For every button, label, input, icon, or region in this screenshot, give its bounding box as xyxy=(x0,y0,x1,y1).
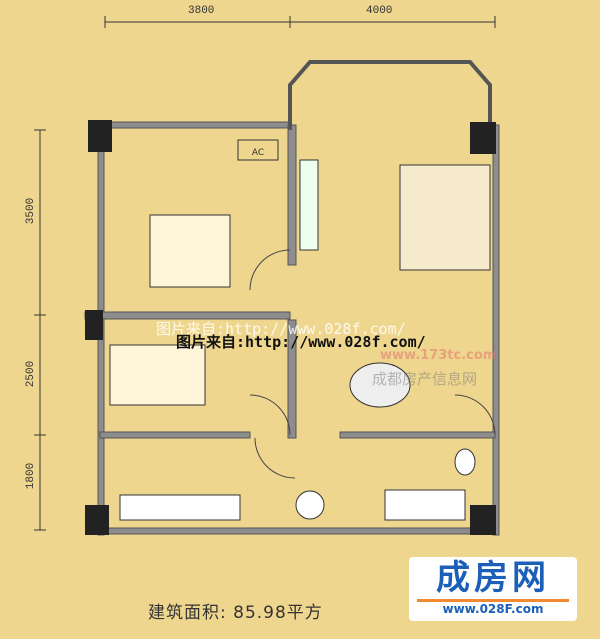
dimension-top-1: 3800 xyxy=(188,5,215,17)
kitchen-counter xyxy=(119,494,241,521)
watermark-site-url: www.173tc.com xyxy=(380,348,497,363)
watermark-site-name: 成都房产信息网 xyxy=(372,370,478,388)
dining-table xyxy=(349,362,411,408)
bed-master xyxy=(149,214,231,288)
toilet xyxy=(454,448,476,476)
watermark-white: 图片来自:http://www.028f.com/ xyxy=(156,320,406,338)
sofa-set xyxy=(399,164,491,271)
logo: 成房网 www.028F.com xyxy=(409,557,577,621)
bed-second xyxy=(109,344,206,406)
logo-url: www.028F.com xyxy=(417,599,569,616)
dimension-lines xyxy=(34,16,496,531)
dimension-left-3: 1800 xyxy=(25,462,38,490)
dimension-left-1: 3500 xyxy=(25,197,38,225)
washbasin xyxy=(295,490,325,520)
floor-area-text: 建筑面积: 85.98平方 xyxy=(148,603,323,623)
ac-label: AC xyxy=(252,148,264,158)
watermark-black: 图片来自:http://www.028f.com/ xyxy=(176,333,426,351)
bathtub xyxy=(384,489,466,521)
tv-cabinet xyxy=(299,159,319,251)
logo-name: 成房网 xyxy=(436,558,550,598)
pillars xyxy=(85,120,496,535)
balcony xyxy=(288,60,492,130)
dimension-top-2: 4000 xyxy=(366,5,393,17)
ac-unit xyxy=(237,139,279,161)
doors xyxy=(249,249,496,479)
dimension-left-2: 2500 xyxy=(25,360,38,388)
